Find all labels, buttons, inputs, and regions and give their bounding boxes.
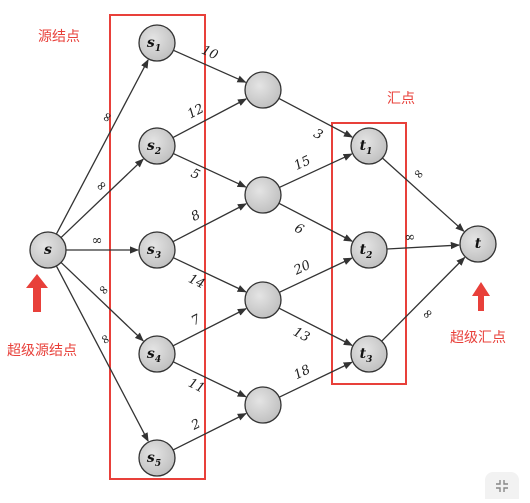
sink-nodes-label: 汇点 [387, 91, 415, 107]
node-label-s: s [44, 242, 52, 258]
node-circle-t3 [350, 335, 388, 373]
edge-label-t2-t: ∞ [404, 230, 416, 246]
node-s: s [29, 231, 67, 269]
edge-label-s4-m3: 7 [189, 312, 204, 329]
node-circle-s1 [138, 24, 176, 62]
node-circle-m1 [244, 71, 282, 109]
edge-label-s1-m1: 10 [199, 43, 220, 63]
edge-label-m3-t2: 20 [291, 258, 313, 279]
edge-label-m3-t3: 13 [290, 325, 312, 346]
node-circle-m2 [244, 176, 282, 214]
source-nodes-label: 源结点 [38, 29, 80, 45]
edge-s-s4 [60, 261, 144, 342]
super-source-label: 超级源结点 [7, 343, 77, 359]
node-label-t: t [475, 236, 482, 252]
edge-m2-t1 [279, 153, 353, 189]
edge-s2-m2 [173, 152, 247, 188]
edge-label-s-s1: ∞ [98, 109, 116, 126]
edge-m1-t1 [278, 97, 354, 138]
edge-label-s5-m4: 2 [188, 416, 203, 434]
edge-t1-t [381, 157, 465, 232]
node-circle-t [459, 225, 497, 263]
node-s4: s4 [138, 335, 176, 373]
node-circle-s2 [138, 127, 176, 165]
node-s5: s5 [138, 439, 176, 477]
edge-label-s3-m2: 8 [189, 208, 203, 225]
edge-label-m4-t3: 18 [292, 362, 313, 383]
edge-s5-m4 [172, 412, 247, 451]
node-m4 [244, 386, 282, 424]
node-circle-m4 [244, 386, 282, 424]
edge-t2-t [386, 241, 460, 250]
node-circle-s [29, 231, 67, 269]
sink-nodes-box [331, 122, 407, 385]
edge-label-t1-t: ∞ [409, 165, 427, 183]
node-m3 [244, 281, 282, 319]
node-circle-m3 [244, 281, 282, 319]
node-s3: s3 [138, 231, 176, 269]
edge-s-s2 [60, 158, 144, 239]
edge-s4-m3 [172, 308, 247, 347]
edge-s1-m1 [173, 49, 247, 83]
edge-label-m2-t1: 15 [292, 153, 313, 174]
super-sink-arrow-icon [472, 282, 490, 311]
node-t: t [459, 225, 497, 263]
node-m1 [244, 71, 282, 109]
node-circle-t2 [350, 231, 388, 269]
edge-s4-m4 [172, 361, 247, 398]
node-t2: t2 [350, 231, 388, 269]
edge-s-s5 [55, 265, 149, 442]
edge-m3-t3 [278, 307, 353, 346]
edge-label-m2-t2: 6 [292, 221, 306, 238]
super-sink-label: 超级汇点 [450, 330, 506, 346]
edge-label-t3-t: ∞ [419, 305, 437, 323]
edge-s2-m1 [172, 98, 248, 139]
node-m2 [244, 176, 282, 214]
edge-label-m1-t1: 3 [311, 126, 325, 143]
collapse-button[interactable] [485, 472, 519, 499]
node-t3: t3 [350, 335, 388, 373]
edge-label-s2-m2: 5 [188, 166, 202, 183]
edge-label-s2-m1: 12 [185, 101, 207, 122]
source-nodes-box [109, 14, 206, 480]
node-t1: t1 [350, 127, 388, 165]
node-circle-s5 [138, 439, 176, 477]
node-circle-s3 [138, 231, 176, 269]
collapse-icon [496, 479, 508, 492]
edge-label-s4-m4: 11 [186, 376, 207, 397]
edge-s-s1 [55, 59, 149, 235]
edge-m4-t3 [278, 361, 353, 398]
edge-s3-m3 [173, 257, 247, 293]
edge-label-s-s3: ∞ [92, 234, 103, 249]
node-circle-s4 [138, 335, 176, 373]
edge-m2-t2 [278, 202, 353, 242]
edge-t3-t [381, 256, 466, 342]
node-s2: s2 [138, 127, 176, 165]
edge-label-s3-m3: 14 [186, 272, 207, 293]
edge-m3-t2 [279, 257, 353, 293]
super-source-arrow-icon [26, 274, 48, 312]
node-s1: s1 [138, 24, 176, 62]
edge-s3-m2 [172, 203, 247, 243]
nodes-layer: s s1 s2 s3 s4 s5 t1 t2 t3 t [29, 24, 497, 477]
node-circle-t1 [350, 127, 388, 165]
